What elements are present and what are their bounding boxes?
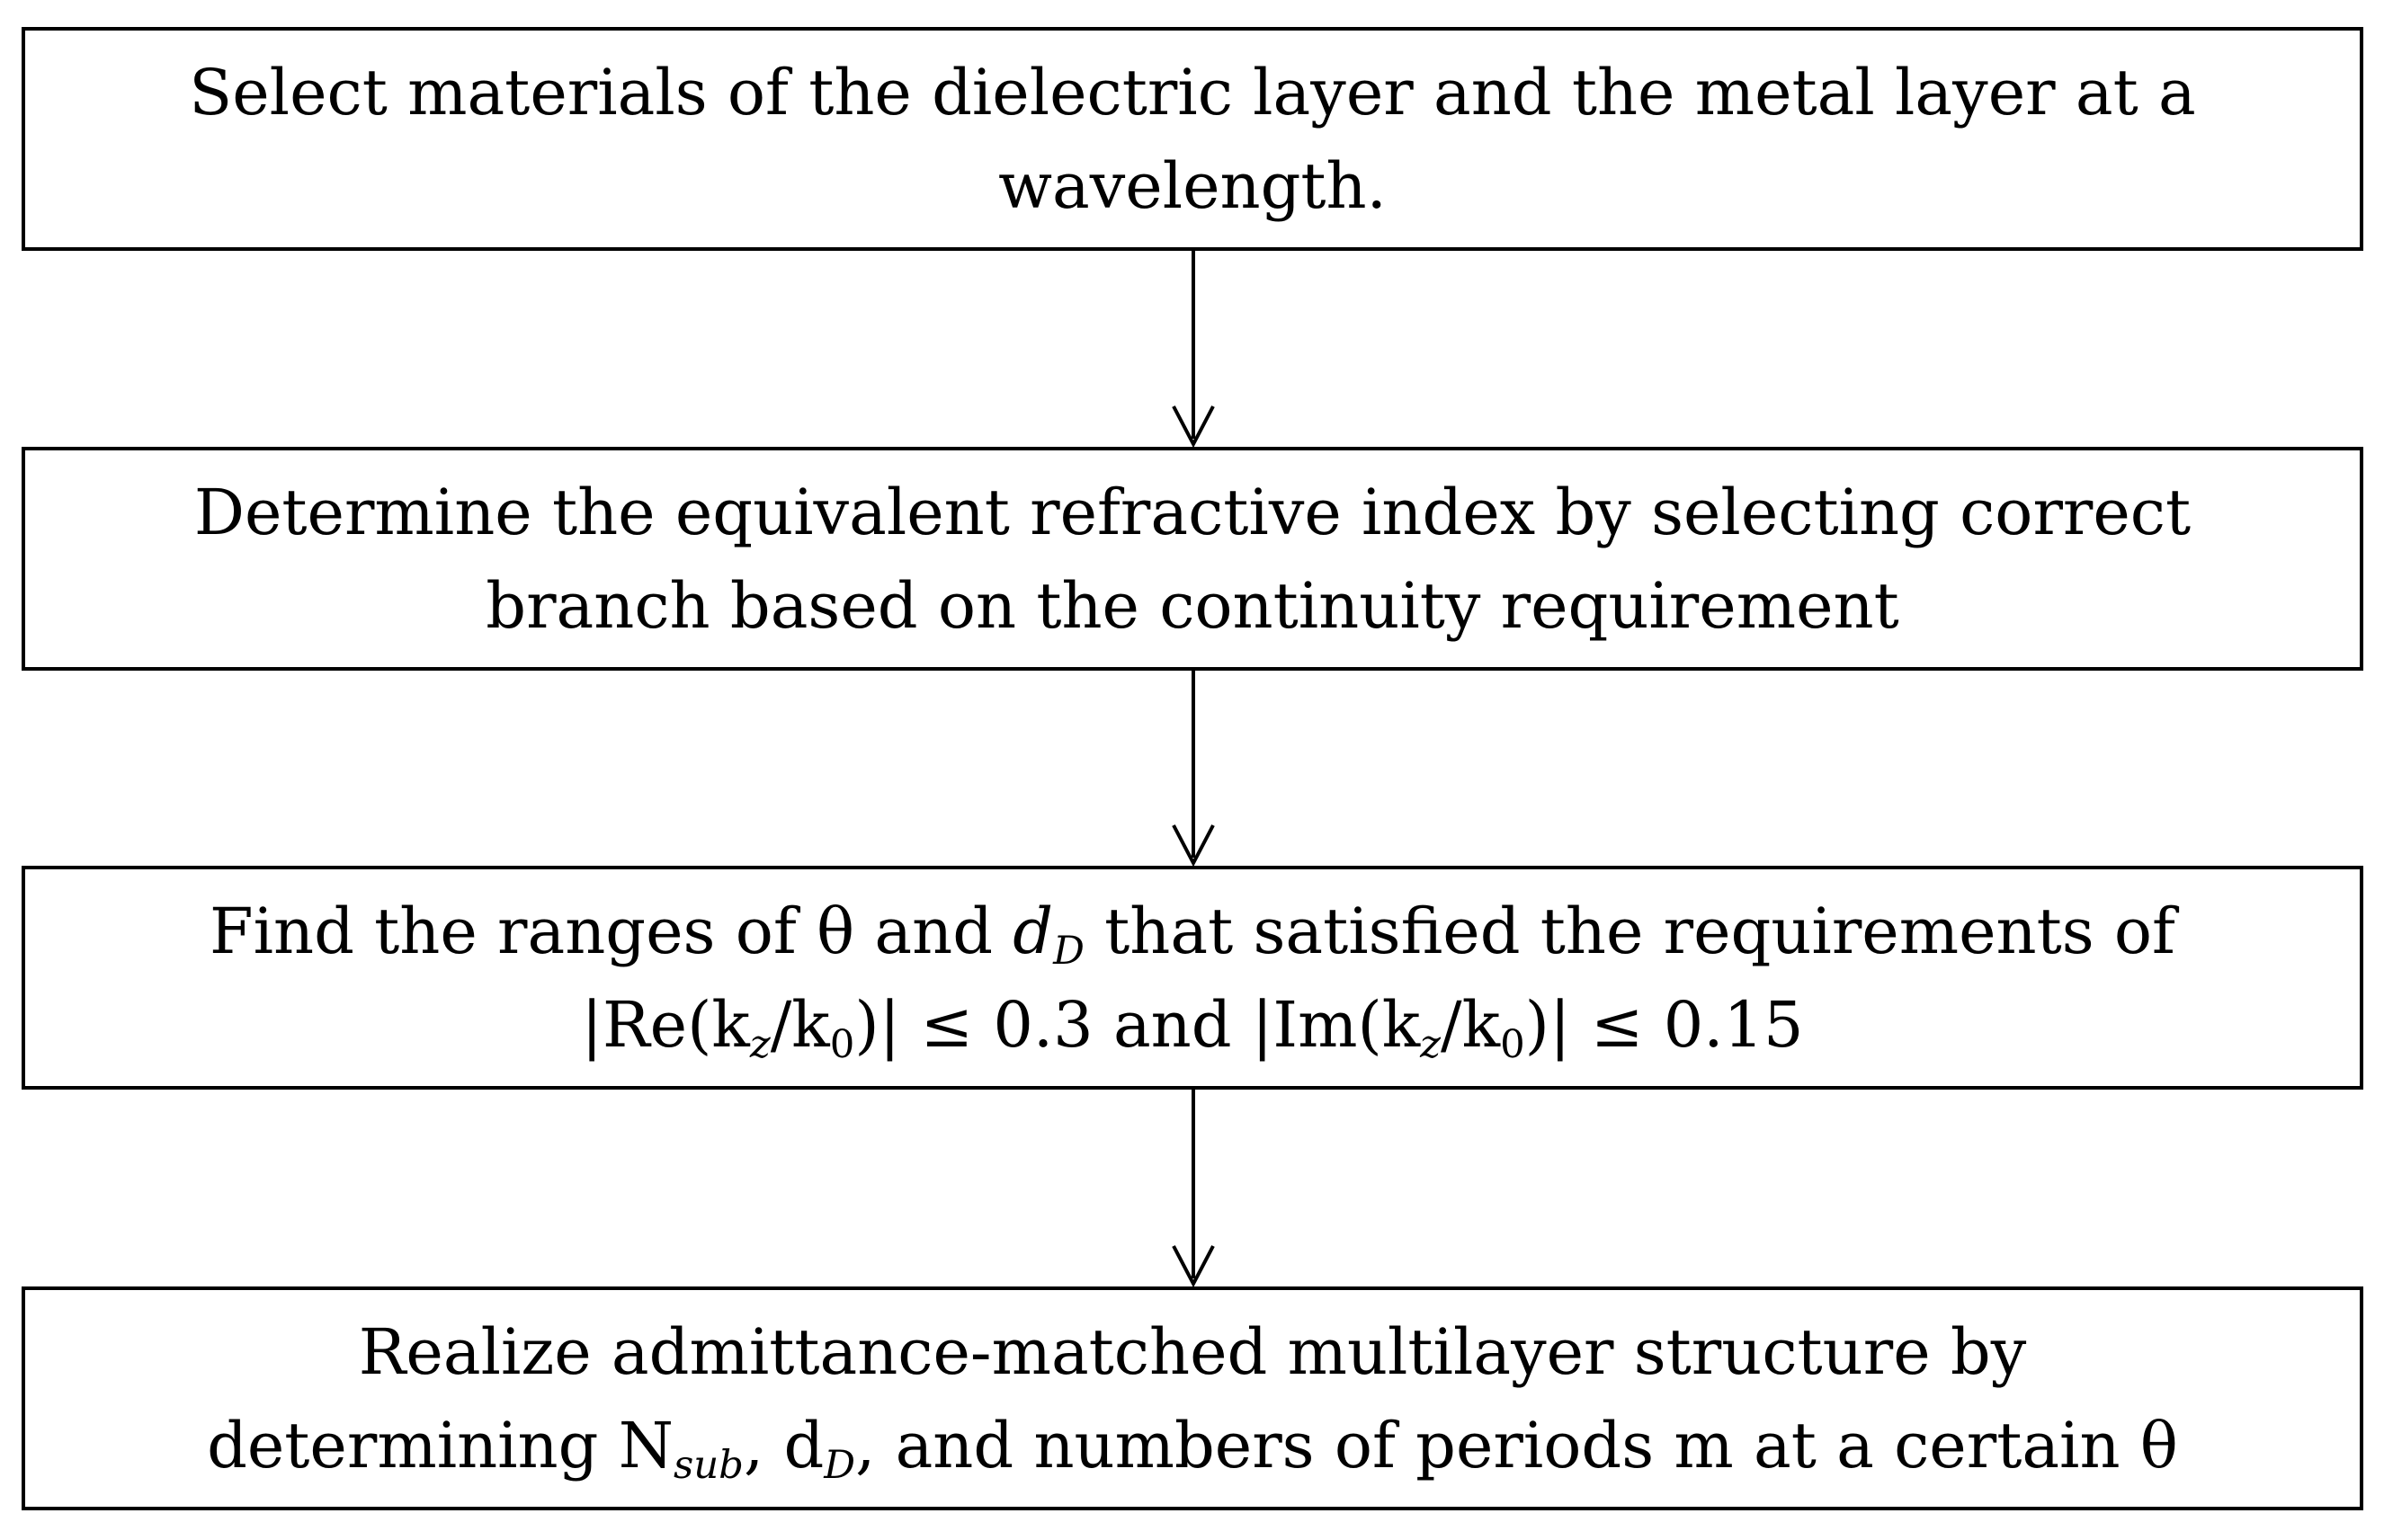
kz-subscript-2: z	[1420, 1021, 1442, 1067]
step-3-text: Find the ranges of θ and dD that satisfi…	[174, 885, 2211, 1072]
step-1-line-2: wavelength.	[998, 148, 1387, 223]
step-3-line-1-part-a: Find the ranges of θ and	[210, 894, 1013, 968]
step-4-line-2-part-b: , d	[743, 1408, 825, 1482]
step-3-box: Find the ranges of θ and dD that satisfi…	[22, 866, 2363, 1090]
step-3-line-2: |Re(kz/k0)| ≤ 0.3 and |Im(kz/k0)| ≤ 0.15	[210, 978, 2175, 1072]
arrow-1-to-2	[1172, 251, 1215, 449]
im-condition-divider: /k	[1441, 987, 1501, 1062]
dielectric-thickness-symbol: d	[1013, 894, 1054, 968]
step-1-box: Select materials of the dielectric layer…	[22, 27, 2363, 251]
k0-subscript-1: 0	[829, 1021, 855, 1067]
step-4-text: Realize admittance-matched multilayer st…	[171, 1305, 2214, 1492]
step-1-text: Select materials of the dielectric layer…	[153, 46, 2231, 233]
re-condition-end: )| ≤ 0.3 and |Im(k	[854, 987, 1421, 1062]
re-condition-divider: /k	[770, 987, 830, 1062]
step-3-line-1: Find the ranges of θ and dD that satisfi…	[210, 885, 2175, 978]
kz-subscript-1: z	[749, 1021, 771, 1067]
step-3-line-1-part-b: that satisfied the requirements of	[1084, 894, 2175, 968]
step-1-line-1: Select materials of the dielectric layer…	[189, 55, 2196, 129]
arrow-2-to-3	[1172, 671, 1215, 868]
step-4-line-2: determining Nsub, dD, and numbers of per…	[207, 1399, 2178, 1492]
step-2-line-1: Determine the equivalent refractive inde…	[193, 475, 2192, 549]
step-2-line-2: branch based on the continuity requireme…	[486, 568, 1899, 643]
im-condition-end: )| ≤ 0.15	[1524, 987, 1804, 1062]
step-2-box: Determine the equivalent refractive inde…	[22, 447, 2363, 671]
dielectric-thickness-subscript: D	[1053, 928, 1085, 974]
step-4-box: Realize admittance-matched multilayer st…	[22, 1286, 2363, 1510]
re-condition-start: |Re(k	[581, 987, 750, 1062]
k0-subscript-2: 0	[1500, 1021, 1525, 1067]
step-2-text: Determine the equivalent refractive inde…	[158, 466, 2227, 653]
step-4-line-1: Realize admittance-matched multilayer st…	[358, 1314, 2027, 1389]
dd-subscript: D	[824, 1442, 856, 1488]
n-sub-subscript: sub	[673, 1442, 744, 1488]
step-4-line-2-part-a: determining N	[207, 1408, 674, 1482]
step-4-line-2-part-c: , and numbers of periods m at a certain …	[855, 1408, 2178, 1482]
arrow-3-to-4	[1172, 1090, 1215, 1288]
